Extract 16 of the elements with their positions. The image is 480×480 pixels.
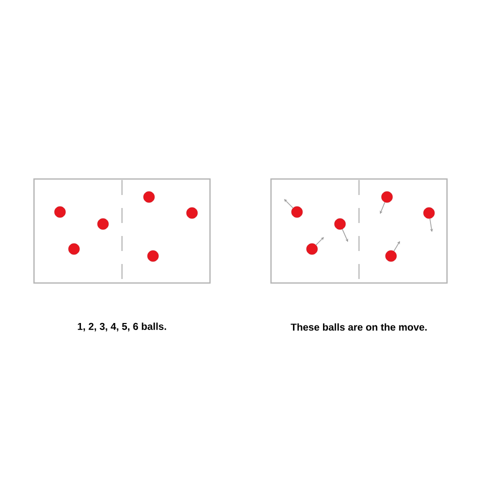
field-box bbox=[270, 178, 448, 284]
ball bbox=[381, 191, 393, 203]
ball bbox=[147, 250, 159, 262]
ball bbox=[291, 206, 303, 218]
ball bbox=[385, 250, 397, 262]
caption: 1, 2, 3, 4, 5, 6 balls. bbox=[78, 322, 166, 332]
ball bbox=[306, 243, 318, 255]
ball bbox=[423, 207, 435, 219]
ball bbox=[334, 218, 346, 230]
ball bbox=[54, 206, 66, 218]
field-box bbox=[33, 178, 211, 284]
ball bbox=[97, 218, 109, 230]
ball bbox=[186, 207, 198, 219]
caption: These balls are on the move. bbox=[290, 323, 427, 331]
ball bbox=[143, 191, 155, 203]
ball bbox=[68, 243, 80, 255]
